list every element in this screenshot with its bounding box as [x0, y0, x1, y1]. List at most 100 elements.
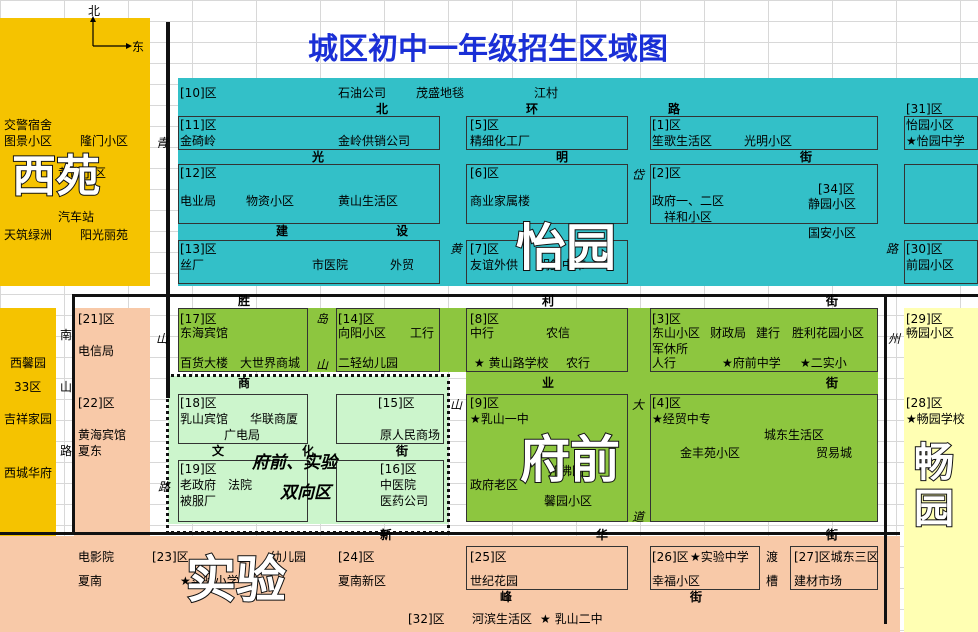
zone-item: ★府前中学 [722, 356, 781, 370]
road-vchar: 山 [156, 332, 169, 346]
zone-item: 邦佛园 [548, 464, 585, 478]
road-shangye: 业 [542, 376, 555, 390]
zone-item: 光明小区 [744, 134, 793, 148]
zone-item: 渡 [766, 550, 779, 564]
zone-label: [11]区 [180, 118, 217, 132]
road-xinhua-line [0, 532, 900, 535]
zone-item: 原人民商场 [380, 428, 441, 442]
road-xinhua: 华 [596, 528, 609, 542]
zone-label: [10]区 [180, 86, 217, 100]
zone-item: ★二实小 [800, 356, 847, 370]
zone-item: 石油公司 [338, 86, 387, 100]
west-lower-item: 西馨园 [10, 356, 47, 370]
road-wenhua: 化 [302, 444, 315, 458]
shuangxiang-label-2: 双向区 [280, 483, 331, 503]
zone-item: 静园小区 [808, 197, 857, 211]
xiyuan-item: 交警宿舍 [4, 118, 53, 132]
fuqian-big-label: 府前 [519, 430, 621, 490]
road-vchar: 大 [632, 398, 645, 412]
zone-label: [34]区 [818, 182, 855, 196]
road-wenhua: 文 [212, 444, 225, 458]
zone-item: ★实验小学 [180, 574, 239, 588]
xiyuan-item: 阳光丽苑 [80, 228, 129, 242]
zone-label: [18]区 [180, 396, 217, 410]
road-jianshe: 建 [276, 224, 289, 238]
zone-item: 电业局 [180, 194, 217, 208]
road-vertical-left [166, 22, 170, 398]
zone-item: 前园小区 [906, 258, 955, 272]
zone-item: 被服厂 [180, 494, 217, 508]
road-fengge: 街 [690, 590, 703, 604]
road-vchar: 黄 [450, 242, 463, 256]
zone-item: 江村 [534, 86, 559, 100]
zone-label: [8]区 [470, 312, 499, 326]
xiyuan-item: 黄山小区 [58, 166, 107, 180]
zone-item: 精细化工厂 [470, 134, 531, 148]
road-vchar: 路 [886, 242, 899, 256]
road-guangming: 明 [556, 150, 569, 164]
road-vchar: 道 [632, 510, 645, 524]
zone-item: 百货大楼 [180, 356, 229, 370]
zone-item: 农行 [566, 356, 591, 370]
fuqian-region [178, 308, 878, 372]
zone-item: 商业家属楼 [470, 194, 531, 208]
road-nanshan: 南 [60, 328, 73, 342]
road-xinhua: 街 [826, 528, 839, 542]
zone-item: 祥和小区 [664, 210, 713, 224]
road-guangming: 光 [312, 150, 325, 164]
zone-label: [4]区 [652, 396, 681, 410]
west-lower-item: 33区 [14, 380, 42, 394]
zone-item: 笙歌生活区 [652, 134, 713, 148]
zone-item: 物资小区 [246, 194, 295, 208]
zone-item: 茂盛地毯 [416, 86, 465, 100]
road-right-vertical [884, 294, 887, 624]
yiyuan-big-label: 怡园 [515, 218, 617, 278]
zone-item: 华联商厦 [250, 412, 299, 426]
zone-item: 政府一、二区 [652, 194, 725, 208]
zone-item: 幼儿园 [270, 550, 307, 564]
zone-item: 幸福小区 [652, 574, 701, 588]
changyuan-label-text: 畅园 [913, 439, 955, 533]
compass-north: 北 [88, 4, 101, 18]
road-shengli: 胜 [238, 294, 251, 308]
compass-east: 东 [132, 40, 145, 54]
zone-label: [9]区 [470, 396, 499, 410]
xiyuan-big-label: 西苑 [11, 150, 101, 203]
zone-label: [2]区 [652, 166, 681, 180]
zone-label: [23]区 [152, 550, 189, 564]
road-left-vertical [72, 294, 75, 534]
zone-item: 军休所 [652, 342, 689, 356]
xiyuan-item: 汽车站 [58, 210, 95, 224]
zone-label: [31]区 [906, 102, 943, 116]
zone-item: ★怡园中学 [906, 134, 965, 148]
shiyan-big-label: 实验 [185, 550, 287, 610]
zone-item: 医药公司 [380, 494, 429, 508]
zone-item: 金岭供销公司 [338, 134, 411, 148]
road-shengli-line [72, 294, 978, 297]
zone-item: 大世界商城 [240, 356, 301, 370]
road-xinhua: 新 [380, 528, 393, 542]
west-lower-item: 吉祥家园 [4, 412, 53, 426]
zone-label: [7]区 [470, 242, 499, 256]
zone-item: 胜利花园小区 [792, 326, 865, 340]
zone-item: 外贸 [390, 258, 415, 272]
zone-item: 河滨生活区 [472, 612, 533, 626]
zone-label: [29]区 [906, 312, 943, 326]
changyuan-region [904, 308, 978, 632]
road-shangye: 商 [238, 376, 251, 390]
zone-item: 电影院 [78, 550, 115, 564]
zone-item: 中医院 [380, 478, 417, 492]
zone-item: 畅园小区 [906, 326, 955, 340]
zone-item: ★ 黄山路学校 [474, 356, 549, 370]
zone-item: 法院 [228, 478, 253, 492]
shiyan-left-region [74, 308, 150, 536]
zone-item: 政府老区 [470, 478, 519, 492]
zone-item: 农信 [546, 326, 571, 340]
zone-label: [5]区 [470, 118, 499, 132]
zone-label: [13]区 [180, 242, 217, 256]
zone-item: 夏东 [78, 444, 103, 458]
zone-label: [3]区 [652, 312, 681, 326]
xiyuan-region [0, 18, 150, 286]
zone-label: [25]区 [470, 550, 507, 564]
shuangxiang-label-1: 府前、实验 [252, 453, 337, 473]
